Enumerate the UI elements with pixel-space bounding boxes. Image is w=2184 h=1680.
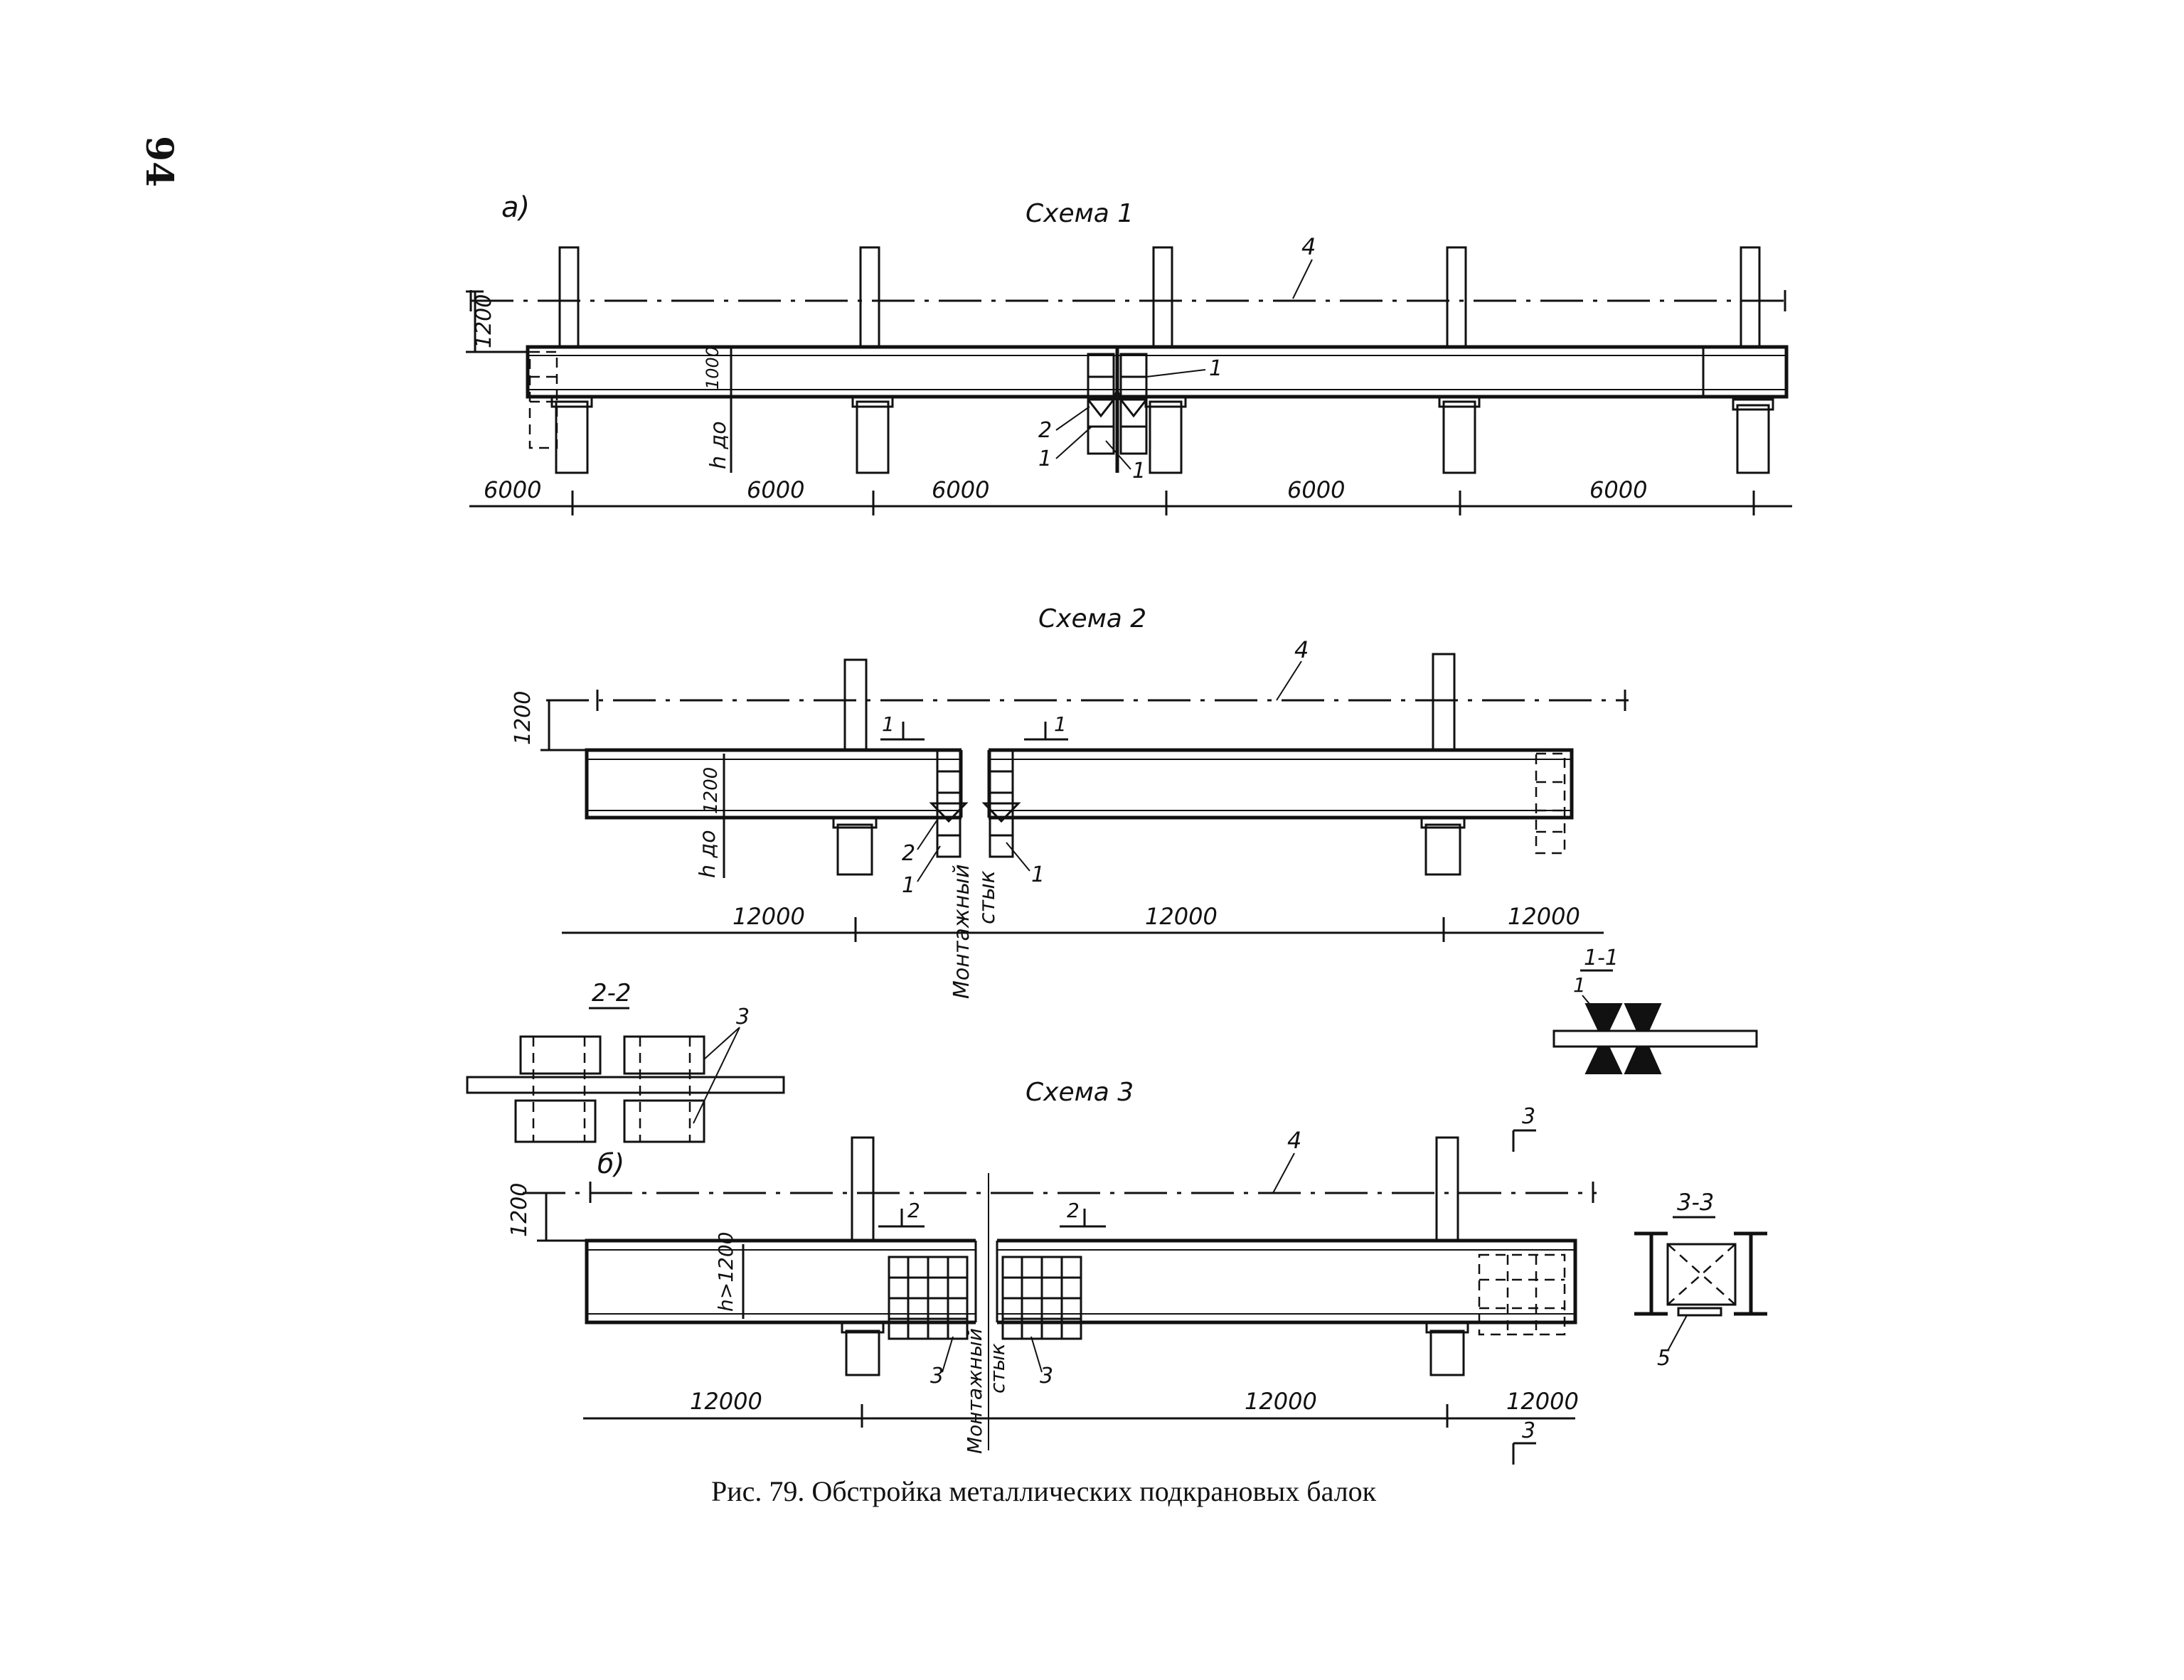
- h-label: h>1200: [714, 1232, 737, 1312]
- section-3-3-title: 3-3: [1677, 1189, 1714, 1216]
- section-2-2-title: 2-2: [592, 979, 632, 1007]
- section-mark-2-right: 2: [1067, 1199, 1080, 1222]
- section-1-1-title: 1-1: [1584, 946, 1619, 970]
- section-mark-1-left: 1: [882, 712, 895, 736]
- callout-1-a: 1: [902, 873, 915, 898]
- callout-3: 3: [736, 1005, 750, 1029]
- callout-3-b: 3: [1040, 1364, 1053, 1389]
- callout-3-a: 3: [930, 1364, 944, 1389]
- span-3: 12000: [1508, 903, 1580, 930]
- joint-label-line2: стык: [986, 1343, 1009, 1393]
- scheme-2: Схема 2 4 1200: [511, 604, 1629, 999]
- span-2: 6000: [747, 476, 804, 503]
- callout-1-b: 1: [1031, 862, 1045, 887]
- callout-4: 4: [1301, 233, 1316, 260]
- figure-label-b: б): [597, 1148, 624, 1179]
- dim-1200: 1200: [472, 294, 496, 348]
- callout-1-c: 1: [1132, 459, 1146, 483]
- figure-label-a: а): [501, 191, 530, 224]
- span-4: 6000: [1287, 476, 1345, 503]
- scheme-1: а) Схема 1 4 1200: [466, 191, 1792, 515]
- callout-1-a: 1: [1209, 356, 1222, 381]
- scheme-3: Схема 3 б) 4 1200: [507, 1078, 1597, 1465]
- section-mark-2-left: 2: [907, 1199, 920, 1222]
- scheme-3-title: Схема 3: [1026, 1078, 1134, 1107]
- h-label: h до: [706, 421, 731, 469]
- span-2: 12000: [1145, 903, 1218, 930]
- joint-label-line1: Монтажный: [949, 864, 974, 999]
- callout-1-b: 1: [1038, 446, 1052, 471]
- crane-beam: [585, 748, 1574, 820]
- section-cut-3-bottom: 3: [1522, 1418, 1535, 1443]
- callout-2: 2: [902, 841, 915, 866]
- section-cut-3-top: 3: [1522, 1104, 1535, 1129]
- scheme-1-title: Схема 1: [1026, 199, 1134, 228]
- h-label: h до: [696, 830, 720, 878]
- section-2-2: 2-2 3: [466, 979, 785, 1143]
- callout-4: 4: [1294, 636, 1309, 663]
- beam-height-1000: 1000: [703, 346, 723, 390]
- span-5: 6000: [1589, 476, 1647, 503]
- span-2: 12000: [1245, 1388, 1317, 1415]
- dim-1200: 1200: [511, 691, 536, 745]
- grid-scaffold-right: [1001, 1256, 1082, 1340]
- callout-4: 4: [1287, 1127, 1301, 1154]
- joint-scaffold-1: [1087, 347, 1148, 473]
- beam-height-1200: 1200: [701, 767, 722, 814]
- joint-label-line2: стык: [975, 870, 1000, 924]
- section-mark-1-right: 1: [1054, 712, 1067, 736]
- grid-scaffold-left: [888, 1256, 969, 1340]
- section-1-1: 1-1 1: [1552, 946, 1758, 1074]
- callout-2: 2: [1038, 418, 1052, 443]
- callout-5: 5: [1657, 1346, 1671, 1371]
- span-1: 6000: [484, 476, 541, 503]
- figure-caption: Рис. 79. Обстройка металлических подкран…: [711, 1475, 1377, 1507]
- dim-1200: 1200: [507, 1183, 532, 1237]
- span-1: 12000: [733, 903, 805, 930]
- section-3-3: 3-3 5: [1634, 1189, 1767, 1371]
- joint-scaffold-2: [929, 749, 1021, 858]
- span-3: 6000: [932, 476, 989, 503]
- scheme-2-title: Схема 2: [1038, 604, 1146, 633]
- callout-1: 1: [1573, 973, 1586, 997]
- span-3: 12000: [1506, 1388, 1579, 1415]
- columns-bottom: [550, 395, 1774, 474]
- columns-top: [558, 246, 1761, 348]
- span-1: 12000: [690, 1388, 762, 1415]
- joint-label-line1: Монтажный: [963, 1328, 986, 1454]
